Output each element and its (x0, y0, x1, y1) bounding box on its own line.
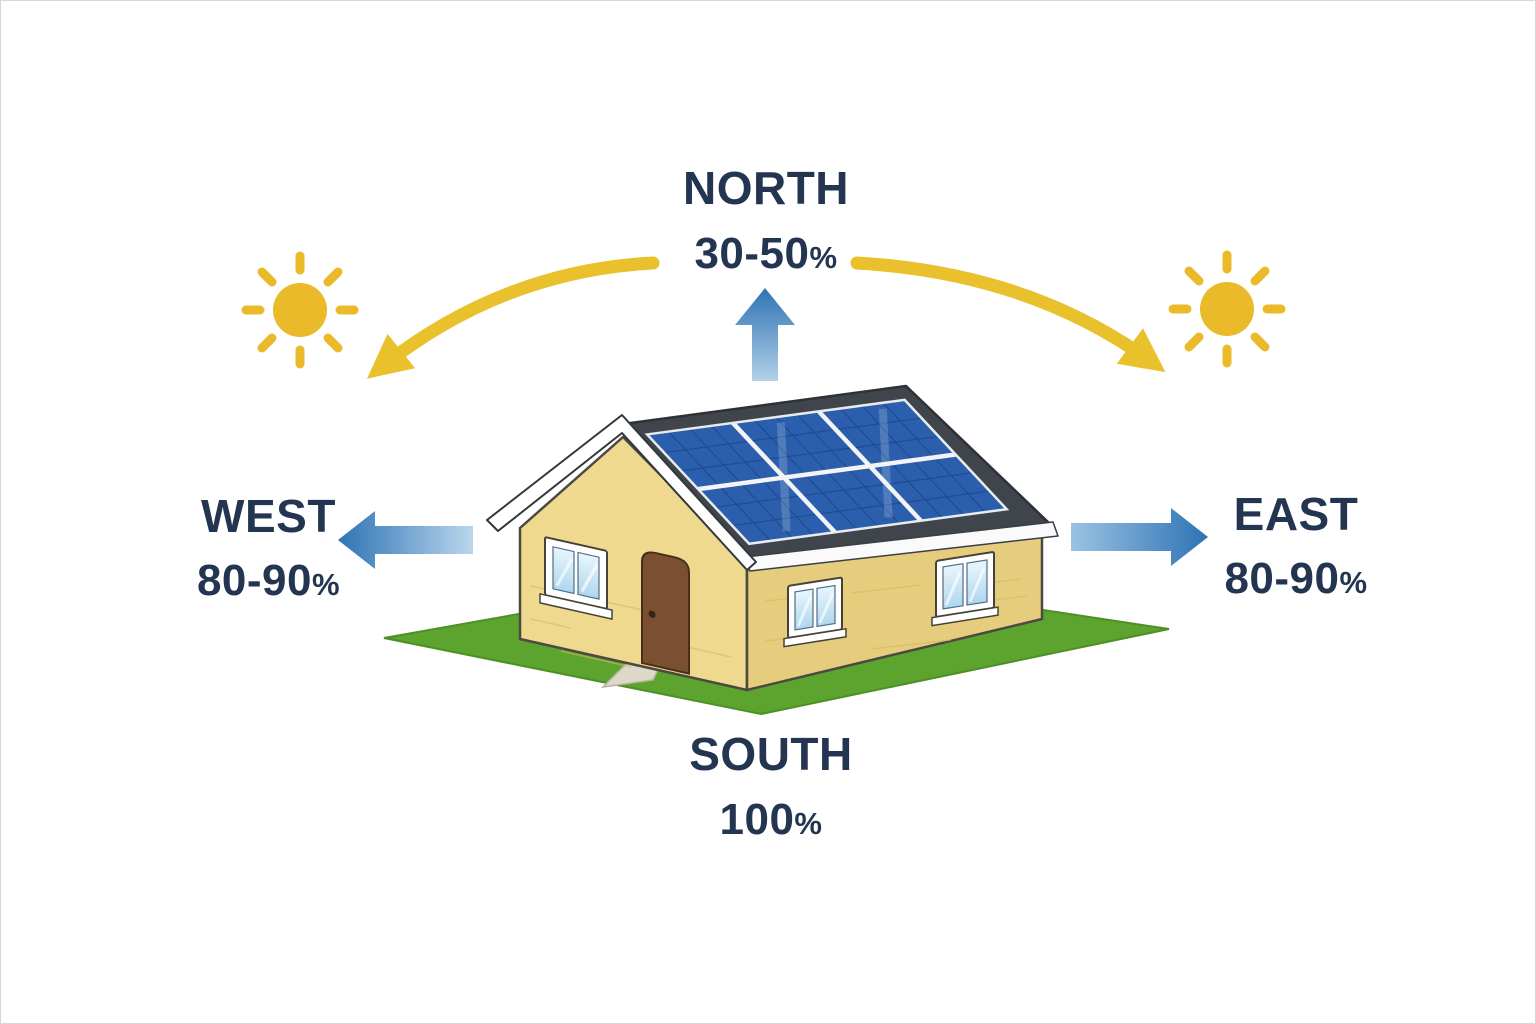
north-arrow-icon (735, 288, 795, 381)
south-value-label: 100% (571, 798, 971, 842)
solar-panel-array (647, 400, 1007, 544)
sun-path-arc-east-segment (850, 256, 1166, 373)
sun-disc (273, 283, 327, 337)
sun-icon-east (1168, 250, 1286, 368)
bargeboard (486, 414, 757, 571)
south-value-text: 100 (719, 795, 795, 844)
sun-icon-west (241, 251, 359, 369)
sun-path-arc-west-segment (366, 256, 660, 379)
front-window-right (931, 551, 999, 627)
north-percent-sign: % (809, 240, 838, 275)
north-value-label: 30-50% (566, 232, 966, 276)
door-knob-icon (648, 610, 656, 618)
west-value-label: 80-90% (96, 559, 441, 603)
sun-disc (1200, 282, 1254, 336)
north-value-text: 30-50 (694, 229, 810, 278)
front-window-left (783, 576, 847, 648)
west-arrow-icon (338, 511, 473, 569)
front-door (641, 551, 690, 675)
south-direction-label: SOUTH (689, 728, 853, 780)
gable-window (539, 536, 613, 621)
east-value-label: 80-90% (1121, 557, 1471, 601)
sun-path-arc (366, 256, 1166, 379)
east-arrow-icon (1071, 508, 1208, 566)
west-percent-sign: % (311, 567, 341, 602)
west-value-text: 80-90 (196, 556, 312, 605)
west-direction-label: WEST (201, 490, 336, 542)
north-direction-label: NORTH (682, 162, 850, 214)
east-value-text: 80-90 (1224, 554, 1340, 603)
east-percent-sign: % (1339, 565, 1368, 600)
east-direction-label: EAST (1233, 488, 1359, 540)
south-percent-sign: % (794, 806, 823, 841)
house-illustration (384, 386, 1169, 714)
